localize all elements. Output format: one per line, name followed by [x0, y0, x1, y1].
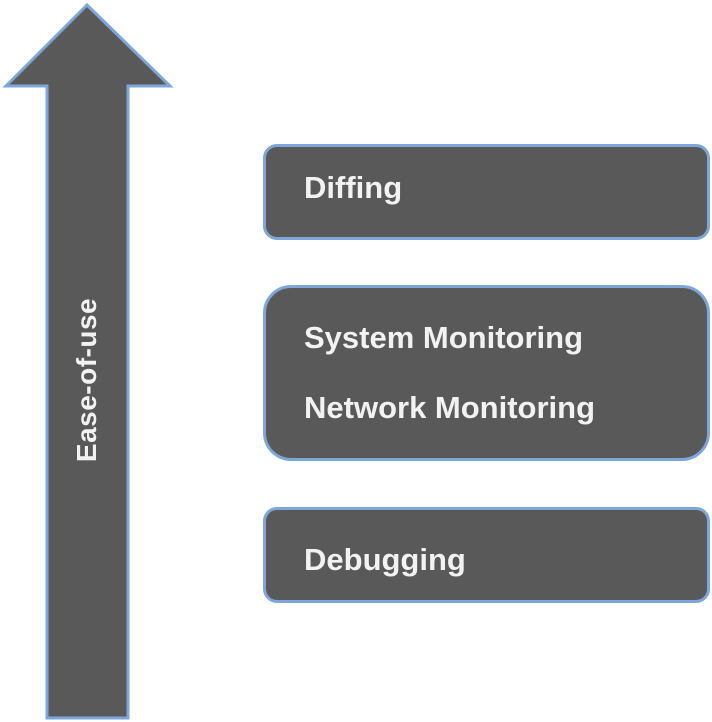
box-diffing: Diffing — [263, 144, 710, 240]
box-label-network-monitoring: Network Monitoring — [304, 390, 596, 425]
box-label-system-monitoring: System Monitoring — [304, 320, 584, 355]
box-debugging: Debugging — [263, 507, 710, 603]
box-label-debugging: Debugging — [304, 542, 466, 577]
arrow-label: Ease-of-use — [71, 297, 102, 463]
box-label-diffing: Diffing — [304, 170, 403, 205]
box-monitoring: System Monitoring Network Monitoring — [263, 285, 710, 461]
up-arrow-shape — [2, 2, 174, 720]
